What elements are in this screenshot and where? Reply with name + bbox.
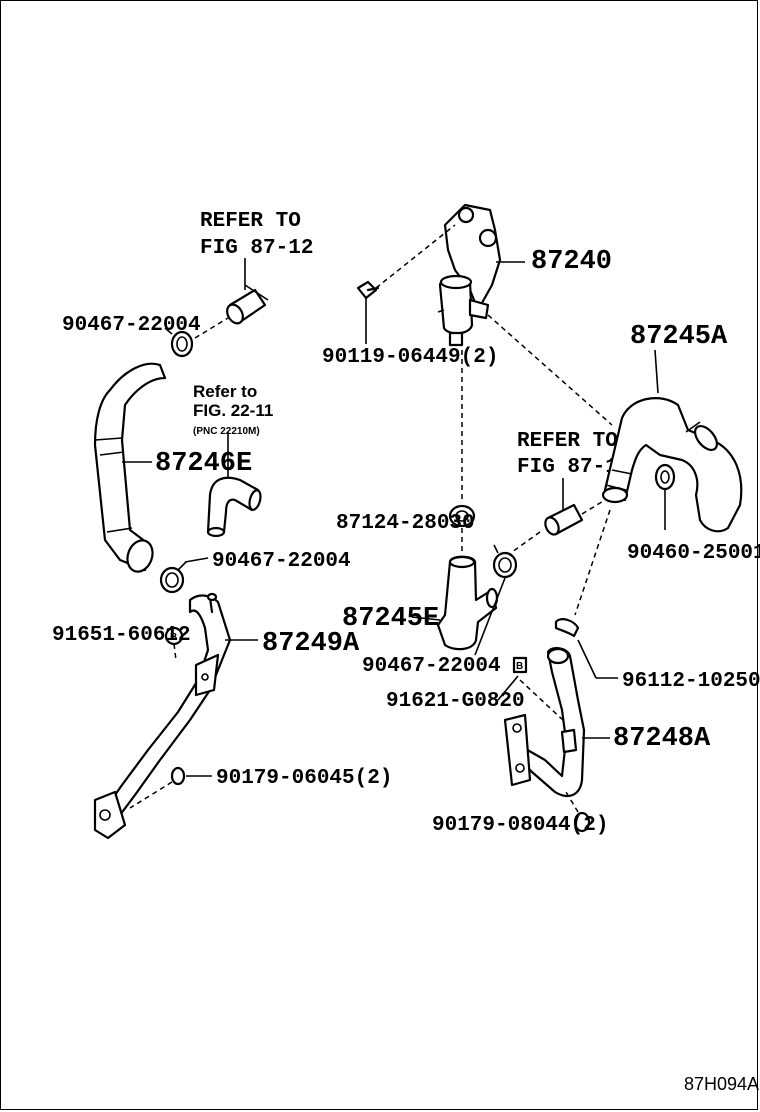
- dash-stub-right: [511, 531, 541, 553]
- dash-gasket: [173, 643, 177, 661]
- part-label-90467-a: 90467-22004: [62, 314, 201, 337]
- hose-87245a: [601, 397, 743, 533]
- ring-96112: [554, 618, 580, 638]
- part-label-87246e: 87246E: [155, 449, 252, 479]
- pipe-stub-right: [544, 503, 584, 536]
- part-label-90179-a: 90179-06045(2): [216, 767, 392, 790]
- dash-nut-b: [565, 791, 579, 813]
- small-hose-elbow: [206, 476, 262, 538]
- leader-91621: [497, 675, 519, 701]
- part-label-87249a: 87249A: [262, 629, 360, 659]
- refer-to-label-3: Refer to: [193, 382, 257, 401]
- svg-text:B: B: [516, 661, 523, 672]
- hose-87245e: [436, 555, 499, 651]
- nut-90179-a: [170, 766, 186, 786]
- refer-fig-label-1: FIG 87-12: [200, 237, 313, 260]
- part-label-91621: 91621-G0820: [386, 690, 525, 713]
- nut-90179-b: [573, 811, 591, 833]
- part-label-96112: 96112-10250: [622, 670, 760, 693]
- part-label-87248a: 87248A: [613, 724, 711, 754]
- part-label-91651: 91651-60612: [52, 624, 191, 647]
- part-label-90179-b: 90179-08044(2): [432, 814, 608, 837]
- refer-to-label-1: REFER TO: [200, 210, 301, 233]
- dash-clamp1: [194, 317, 229, 339]
- dash-bolt: [375, 224, 456, 289]
- clip-87124: [448, 504, 476, 528]
- pipe-stub-left: [226, 284, 269, 325]
- leader-96112: [577, 639, 597, 679]
- leader-90467-b: [184, 557, 209, 563]
- pipe-87248a: [503, 646, 586, 798]
- part-label-87124: 87124-28030: [336, 512, 475, 535]
- part-label-87245e: 87245E: [342, 604, 439, 634]
- hose-87246e: [93, 362, 167, 573]
- bolt-90119: [356, 280, 380, 300]
- hose-clamp-1: [164, 327, 194, 358]
- dash-gasket-b: [519, 679, 566, 723]
- gasket-91621: B: [512, 656, 528, 674]
- part-label-90467-b: 90467-22004: [212, 550, 351, 573]
- leader-90467-c: [474, 577, 506, 656]
- valve-87240: [437, 203, 502, 347]
- diagram-code: 87H094A: [684, 1074, 759, 1094]
- pipe-87249a: [93, 592, 232, 840]
- part-label-87240: 87240: [531, 247, 612, 277]
- refer-pnc-label-3: (PNC 22210M): [193, 426, 260, 437]
- hose-clamp-3: [492, 544, 518, 579]
- dash-87245a-down: [574, 509, 611, 616]
- hose-clamp-90460: [654, 463, 676, 491]
- leader-87245e: [411, 616, 441, 621]
- dash-stub-87245a: [581, 499, 606, 515]
- leader-87245a: [654, 349, 659, 394]
- hose-clamp-2: [159, 561, 187, 594]
- part-label-87245a: 87245A: [630, 322, 728, 352]
- dash-valve-87245a: [487, 314, 613, 426]
- svg-text:B: B: [170, 632, 177, 643]
- refer-fig-label-3: FIG. 22-11: [193, 401, 273, 420]
- refer-fig-label-2: FIG 87-12: [517, 456, 630, 479]
- part-label-90467-c: 90467-22004: [362, 655, 501, 678]
- part-label-90460: 90460-25001: [627, 542, 760, 565]
- part-label-90119: 90119-06449(2): [322, 346, 498, 369]
- refer-to-label-2: REFER TO: [517, 430, 618, 453]
